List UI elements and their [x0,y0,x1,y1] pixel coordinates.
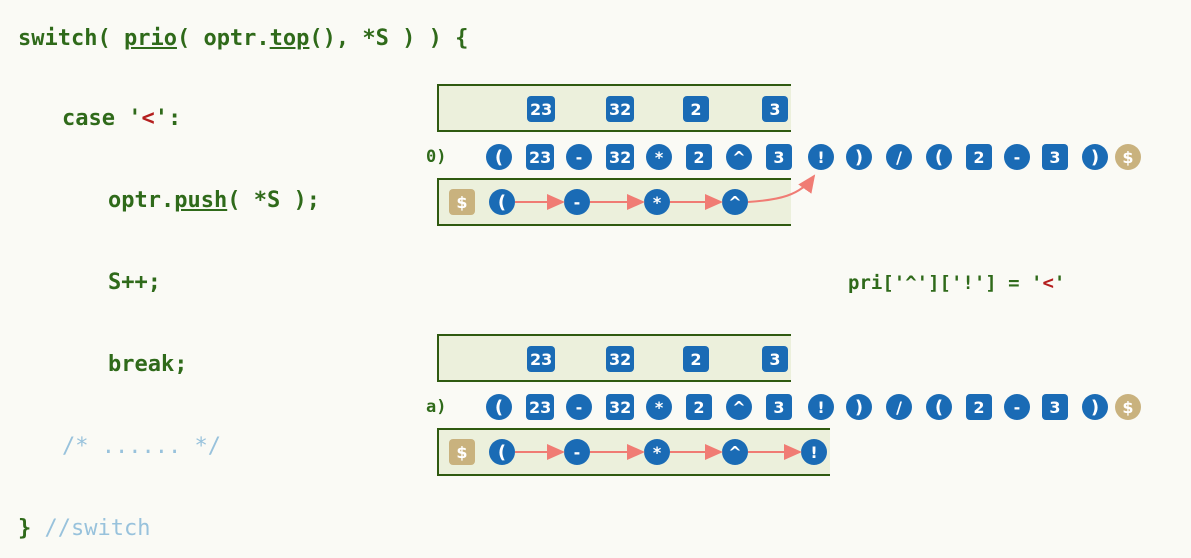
expression-tokens: (23-32*2^3!)/(2-3)$ [0,394,1191,420]
operator-token: ^ [722,189,748,215]
operator-token: ) [846,394,872,420]
code-text: optr. [108,188,175,213]
operand-token: 23 [526,394,555,420]
operator-token: * [644,439,670,465]
operand-token: 23 [527,346,556,372]
operator-token: * [646,144,672,170]
operator-token: - [564,439,590,465]
operand-token: 3 [762,346,788,372]
operator-token: ) [1082,144,1108,170]
code-text: case ' [62,106,142,131]
operator-token: ^ [722,439,748,465]
operator-token: ! [801,439,827,465]
operand-token: 23 [526,144,555,170]
operand-token: 3 [766,394,792,420]
code-line-switch: switch( prio( optr.top(), *S ) ) { [18,26,468,51]
operand-token: 2 [966,394,992,420]
operator-token: - [1004,144,1030,170]
operand-token: 3 [762,96,788,122]
operator-stack: $ ( - * ^! [439,439,830,465]
code-line-push: optr.push( *S ); [108,188,320,213]
operator-stack: $ ( - * ^ [439,189,791,215]
annotation-less-than: < [1042,272,1054,294]
code-less-than: < [141,106,155,131]
operator-token: ( [489,189,515,215]
annotation-text: ' [1053,272,1066,294]
operand-token: 2 [686,394,712,420]
code-line-case: case '<': [62,106,181,131]
sentinel-token: $ [1115,394,1141,420]
code-line-comment: /* ...... */ [62,434,221,459]
operator-token: / [886,144,912,170]
operator-token: / [886,394,912,420]
step-label: a) [426,397,447,417]
code-prio: prio [123,26,177,51]
operand-token: 2 [683,96,709,122]
code-text: switch( [18,26,124,51]
code-text: ( optr. [176,26,270,51]
operator-token: ! [808,394,834,420]
code-line-increment: S++; [108,270,161,295]
operand-token: 2 [966,144,992,170]
annotation-text: pri['^']['!'] = ' [848,272,1043,294]
operand-token: 23 [527,96,556,122]
operator-token: * [646,394,672,420]
operand-token: 3 [1042,394,1068,420]
operator-token: * [644,189,670,215]
operand-token: 3 [766,144,792,170]
operator-token: ) [846,144,872,170]
code-line-close: } //switch [18,516,150,541]
priority-annotation: pri['^']['!'] = '<' [848,272,1065,294]
operator-token: ( [926,144,952,170]
sentinel-token: $ [449,189,475,215]
close-brace: } [18,516,32,541]
code-line-break: break; [108,352,188,377]
operand-token: 2 [686,144,712,170]
compare-arrow [747,174,816,203]
operator-token: ^ [726,394,752,420]
code-text: ( *S ); [227,188,320,213]
operator-token: ! [808,144,834,170]
operator-token: ( [486,144,512,170]
operand-token: 32 [606,346,635,372]
code-push: push [174,188,228,213]
operand-token: 2 [683,346,709,372]
operator-token: ( [926,394,952,420]
operator-token: - [566,144,592,170]
code-top: top [269,26,310,51]
operator-token: - [564,189,590,215]
operator-token: - [566,394,592,420]
sentinel-token: $ [1115,144,1141,170]
operator-token: - [1004,394,1030,420]
step-label: 0) [426,147,447,167]
code-text: (), *S ) ) { [309,26,469,51]
code-text: ': [154,106,182,131]
sentinel-token: $ [449,439,475,465]
operand-token: 3 [1042,144,1068,170]
operator-token: ( [489,439,515,465]
operator-token: ) [1082,394,1108,420]
expression-tokens: (23-32*2^3!)/(2-3)$ [0,144,1191,170]
operand-token: 32 [606,144,635,170]
operand-token: 32 [606,394,635,420]
operator-token: ( [486,394,512,420]
operator-token: ^ [726,144,752,170]
code-comment: //switch [31,516,151,541]
operand-token: 32 [606,96,635,122]
